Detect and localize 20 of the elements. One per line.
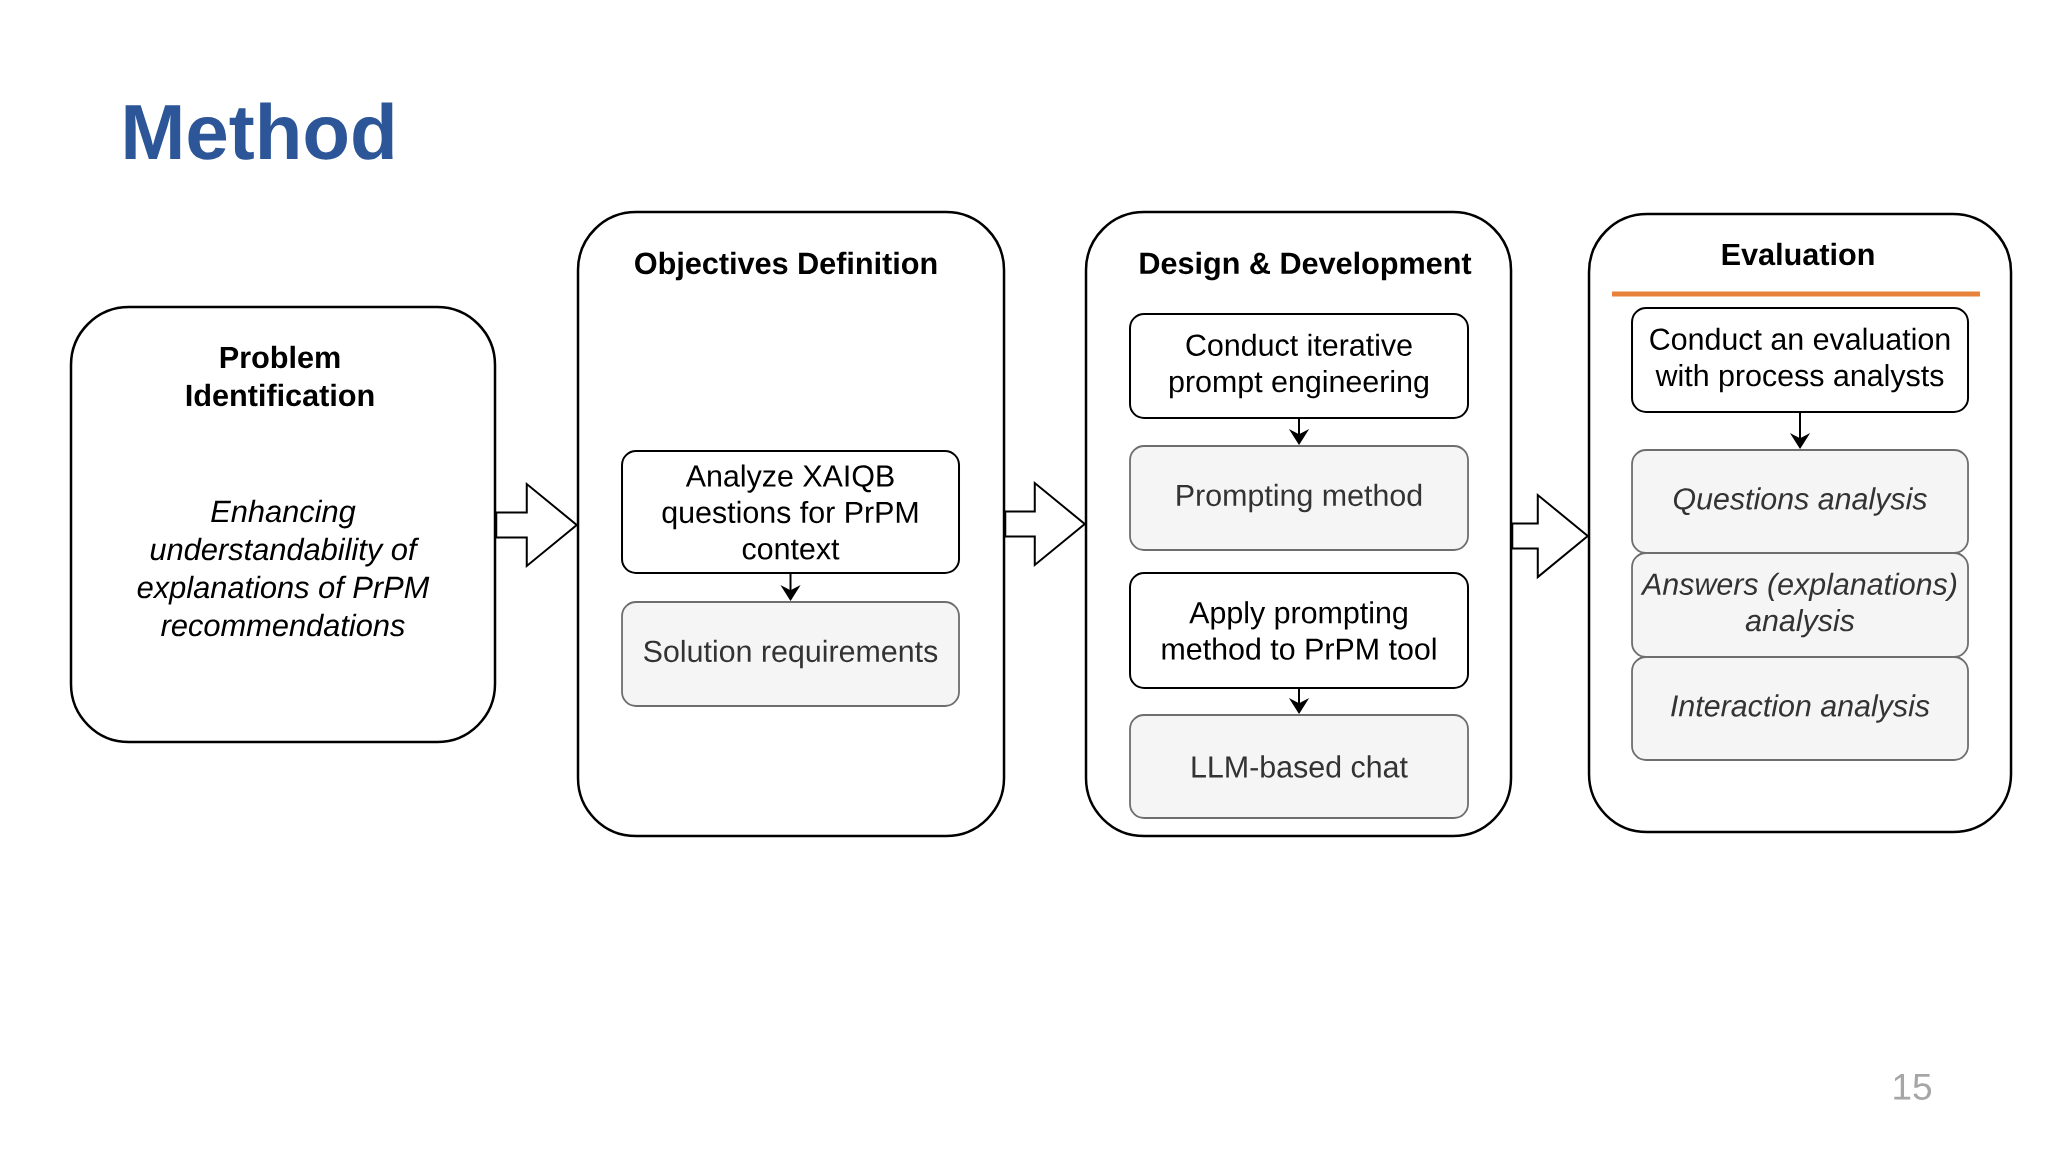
step-box: Apply prompting method to PrPM tool (1129, 572, 1469, 689)
step-box: Conduct an evaluation with process analysts (1631, 307, 1970, 413)
step-box: Analyze XAIQB questions for PrPM context (621, 450, 960, 574)
result-box: Prompting method (1129, 445, 1469, 551)
result-box: Questions analysis (1631, 449, 1969, 554)
result-box: Interaction analysis (1631, 656, 1969, 761)
panel-heading: Evaluation (1722, 242, 1874, 266)
panel-description: Enhancing understandability of explanations of PrPM recommendations (137, 499, 430, 637)
block-arrow (1511, 492, 1590, 580)
panel-heading: Design & Development (1140, 251, 1472, 281)
block-arrow (1004, 480, 1087, 568)
result-box: Solution requirements (621, 601, 960, 707)
slide-title: Method (125, 102, 393, 160)
block-arrow (495, 481, 579, 569)
result-box: Answers (explanations) analysis (1631, 552, 1969, 658)
page-number: 15 (1894, 1074, 1932, 1100)
result-box: LLM-based chat (1129, 714, 1469, 819)
panel-heading: Objectives Definition (635, 251, 937, 281)
step-box: Conduct iterative prompt engineering (1129, 313, 1469, 419)
panel-heading: Problem Identification (186, 345, 374, 407)
